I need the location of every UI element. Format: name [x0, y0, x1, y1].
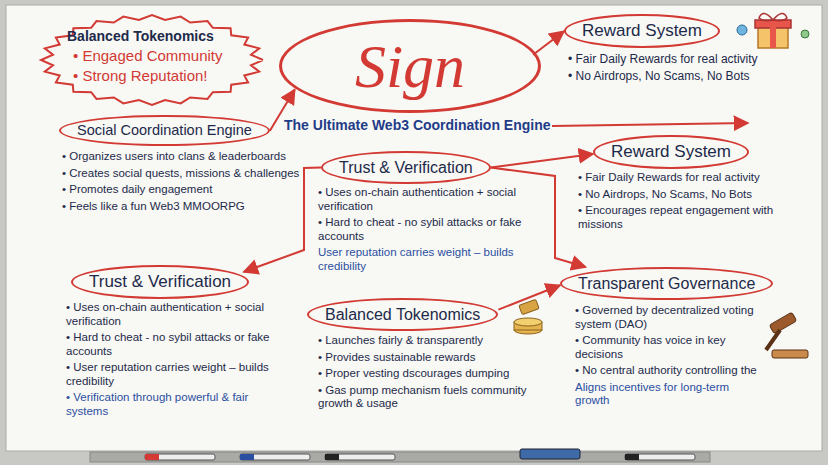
section-heading: Trust & Verification [321, 151, 491, 184]
board-surface [6, 5, 822, 451]
bullet-text: • Encourages repeat engagement with miss… [578, 204, 810, 231]
subtitle: The Ultimate Web3 Coordination Engine [284, 117, 552, 134]
heading-text: Reward System [582, 21, 702, 41]
bullet-text: • Uses on-chain authentication + social … [66, 301, 291, 328]
bullet-text: • Organizes users into clans & leaderboa… [62, 150, 300, 164]
bullet-text: • User reputation carries weight – build… [66, 361, 291, 388]
bullet-text: • Feels like a fun Web3 MMOORPG [62, 200, 300, 214]
connector-arrow [498, 285, 560, 309]
gavel-icon [766, 312, 808, 358]
bullet-text: • Gas pump mechanism fuels community gro… [318, 384, 538, 411]
bullet-text: Aligns incentives for long-term growth [575, 381, 761, 408]
gift-icon [737, 13, 809, 48]
bullet-text: • No Airdrops, No Scams, No Bots [578, 188, 810, 202]
connector-arrow [244, 168, 321, 272]
bullet-text: • Hard to cheat - no sybil attacks or fa… [318, 216, 533, 243]
bullet-text: • Creates social quests, missions & chal… [62, 167, 300, 181]
note-bullet: • Engaged Community [67, 46, 243, 66]
note-heading: Balanced Tokenomics [67, 27, 243, 46]
connector-arrow [533, 31, 564, 55]
coins-icon [514, 299, 542, 334]
bullet-text: • Governed by decentralized voting syste… [575, 304, 761, 331]
bullet-text: • Fair Daily Rewards for real activity [578, 171, 810, 185]
markers [145, 449, 695, 460]
decor-arrow [552, 123, 748, 126]
section-heading: Transparent Governance [560, 267, 773, 300]
section-heading: Balanced Tokenomics [307, 298, 498, 331]
bullet-text: • No central authority controlling the [575, 364, 761, 378]
title-text: Sign [355, 35, 465, 97]
bullet-text: • Proper vesting dscourages dumping [318, 367, 538, 381]
note-bullet: • Strong Reputation! [67, 66, 243, 86]
bullet-text: • Verification through powerful & fair s… [66, 391, 291, 418]
bullet-text: User reputation carries weight – builds … [318, 246, 533, 273]
title-oval: Sign [279, 19, 541, 113]
heading-text: Reward System [611, 142, 731, 162]
cloud-note: Balanced Tokenomics• Engaged Community• … [41, 15, 263, 105]
marker-tray [90, 452, 710, 462]
heading-text: Trust & Verification [89, 272, 231, 292]
bullet-text: • No Airdrops, No Scams, No Bots [568, 69, 818, 83]
bullet-text: • Hard to cheat - no sybil attacks or fa… [66, 331, 291, 358]
bullet-text: • Community has voice in key decisions [575, 334, 761, 361]
heading-text: Balanced Tokenomics [325, 305, 480, 324]
heading-text: Transparent Governance [578, 274, 755, 293]
bullet-text: • Provides sustainable rewards [318, 351, 538, 365]
bullet-text: • Fair Daily Rewards for real activity [568, 52, 818, 66]
connector-arrow [491, 154, 593, 168]
bullet-text: • Launches fairly & transparently [318, 334, 538, 348]
bullet-text: • Promotes daily engagement [62, 183, 300, 197]
bullet-text: • Uses on-chain authentication + social … [318, 186, 533, 213]
heading-text: Social Coordination Engine [77, 122, 252, 139]
heading-text: Trust & Verification [339, 158, 473, 177]
